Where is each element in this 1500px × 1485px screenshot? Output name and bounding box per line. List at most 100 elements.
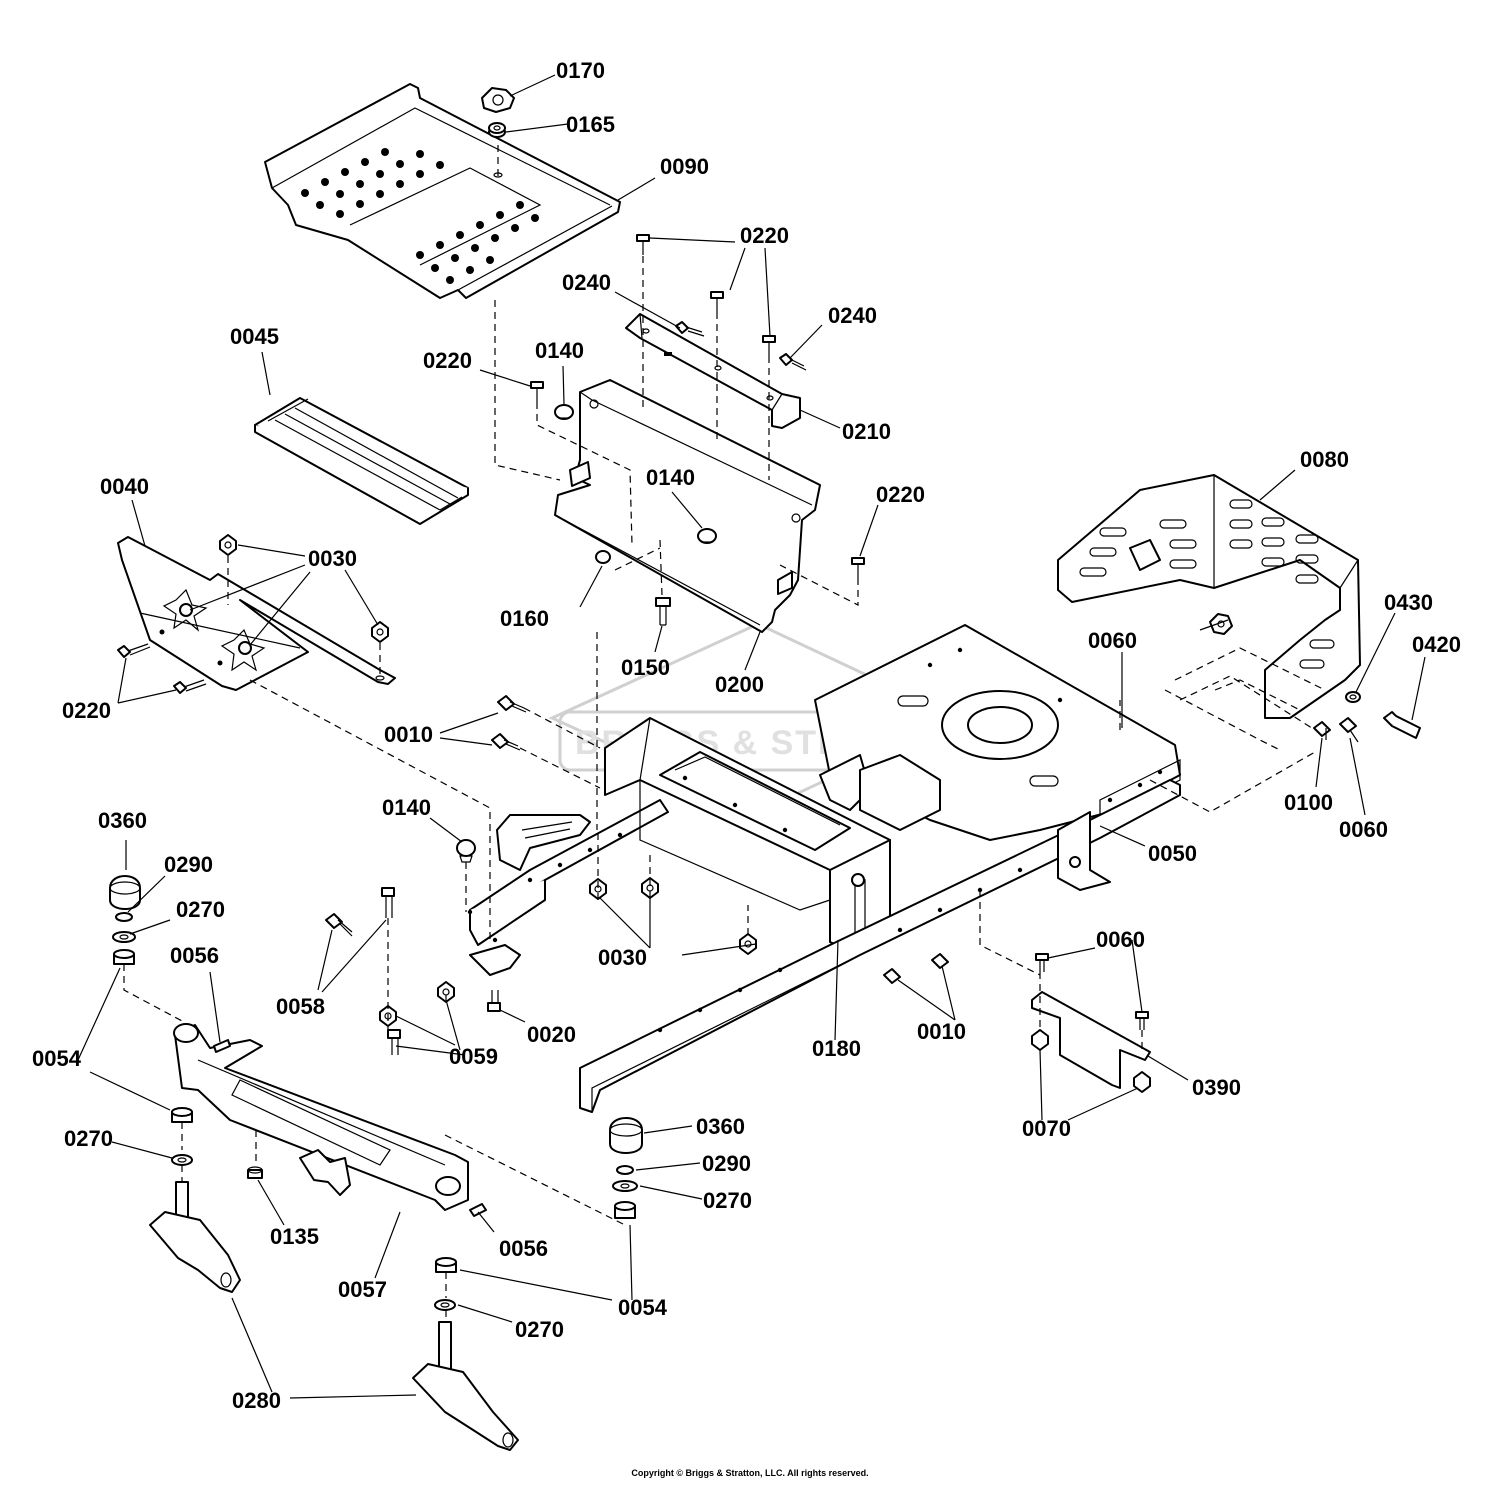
callout-label: 0430 (1384, 590, 1433, 615)
push-nut (697, 528, 717, 544)
callout-label: 0030 (308, 546, 357, 571)
bumper-cap (609, 1117, 643, 1154)
bushing (171, 1107, 193, 1123)
callout-label: 0270 (64, 1126, 113, 1151)
screw (762, 335, 776, 356)
foot-plate-holes (301, 148, 539, 284)
bushing (435, 1257, 457, 1273)
callout-label: 0090 (660, 154, 709, 179)
flange-nut (589, 878, 607, 900)
shroud-panel (554, 379, 821, 633)
callout-label: 0070 (1022, 1116, 1071, 1141)
hex-bolt (1035, 953, 1049, 972)
push-nut (456, 839, 476, 863)
flange-nut (1133, 1071, 1151, 1093)
callout-label: 0140 (535, 338, 584, 363)
callout-label: 0140 (382, 795, 431, 820)
callout-label: 0010 (384, 722, 433, 747)
callout-label: 0420 (1412, 632, 1461, 657)
callout-label: 0059 (449, 1044, 498, 1069)
knob (481, 87, 515, 113)
push-nut (554, 404, 574, 420)
callout-label: 0290 (164, 852, 213, 877)
hex-bolt (1313, 721, 1331, 740)
callout-label: 0270 (176, 897, 225, 922)
callout-label: 0360 (696, 1114, 745, 1139)
callout-label: 0220 (62, 698, 111, 723)
callout-label: 0080 (1300, 447, 1349, 472)
callout-label: 0054 (32, 1046, 82, 1071)
screw (710, 291, 724, 312)
hex-bolt (497, 695, 527, 713)
callout-label: 0060 (1096, 927, 1145, 952)
screw (636, 234, 650, 255)
callout-label: 0020 (527, 1022, 576, 1047)
hex-bolt (387, 1029, 401, 1055)
callout-label: 0280 (232, 1388, 281, 1413)
washer (171, 1154, 193, 1166)
side-bracket (117, 536, 396, 691)
callout-label: 0054 (618, 1295, 668, 1320)
clip-nut (595, 550, 611, 564)
flange-nut (1031, 1029, 1049, 1051)
washer (434, 1299, 456, 1311)
screw (851, 557, 865, 578)
front-axle (173, 1023, 469, 1211)
alignment-lines (123, 145, 1326, 1322)
callout-label: 0360 (98, 808, 147, 833)
callout-label: 0240 (828, 303, 877, 328)
foot-plate (264, 83, 621, 299)
rear-shield-slots (1079, 499, 1335, 669)
flange-nut (437, 981, 455, 1003)
callout-label: 0135 (270, 1224, 319, 1249)
leader-lines (77, 74, 1426, 1399)
screw (530, 381, 544, 402)
bushing (247, 1166, 263, 1179)
callout-label: 0160 (500, 606, 549, 631)
washer (612, 1180, 638, 1192)
frame-holes (467, 647, 1163, 1033)
callout-label: 0010 (917, 1019, 966, 1044)
shoulder-bolt (655, 597, 671, 626)
grease-fitting (213, 1039, 231, 1053)
callout-label: 0220 (740, 223, 789, 248)
bolt (675, 321, 705, 337)
bolt (173, 679, 207, 694)
hex-bolt (381, 887, 395, 918)
flange-nut (219, 534, 237, 556)
hex-bolt (1135, 1011, 1149, 1030)
bushing (113, 949, 135, 965)
hex-nut (1209, 613, 1233, 635)
hex-bolt (325, 913, 353, 937)
washer (616, 1165, 634, 1175)
grease-fitting (469, 1203, 487, 1217)
callout-label: 0150 (621, 655, 670, 680)
bushing (614, 1201, 636, 1219)
callout-label: 0057 (338, 1277, 387, 1302)
seat-bracket (625, 313, 801, 429)
callout-label: 0180 (812, 1036, 861, 1061)
hex-bolt (491, 733, 521, 751)
callout-label: 0165 (566, 112, 615, 137)
callout-label: 0220 (423, 348, 472, 373)
bolt (117, 643, 151, 658)
washer (488, 122, 506, 138)
washer (115, 912, 133, 922)
spindle (412, 1321, 519, 1451)
callout-label: 0030 (598, 945, 647, 970)
callout-label: 0060 (1339, 817, 1388, 842)
bolt (779, 353, 807, 371)
callout-label: 0040 (100, 474, 149, 499)
hex-bolt (1339, 717, 1359, 743)
hex-bolt (883, 968, 901, 984)
spindle (149, 1181, 241, 1293)
copyright-notice: Copyright © Briggs & Stratton, LLC. All … (631, 1468, 869, 1478)
callout-label: 0056 (499, 1236, 548, 1261)
callout-label: 0060 (1088, 628, 1137, 653)
callout-label: 0050 (1148, 841, 1197, 866)
callout-label: 0390 (1192, 1075, 1241, 1100)
callout-label: 0270 (703, 1188, 752, 1213)
hex-bolt (487, 990, 501, 1012)
